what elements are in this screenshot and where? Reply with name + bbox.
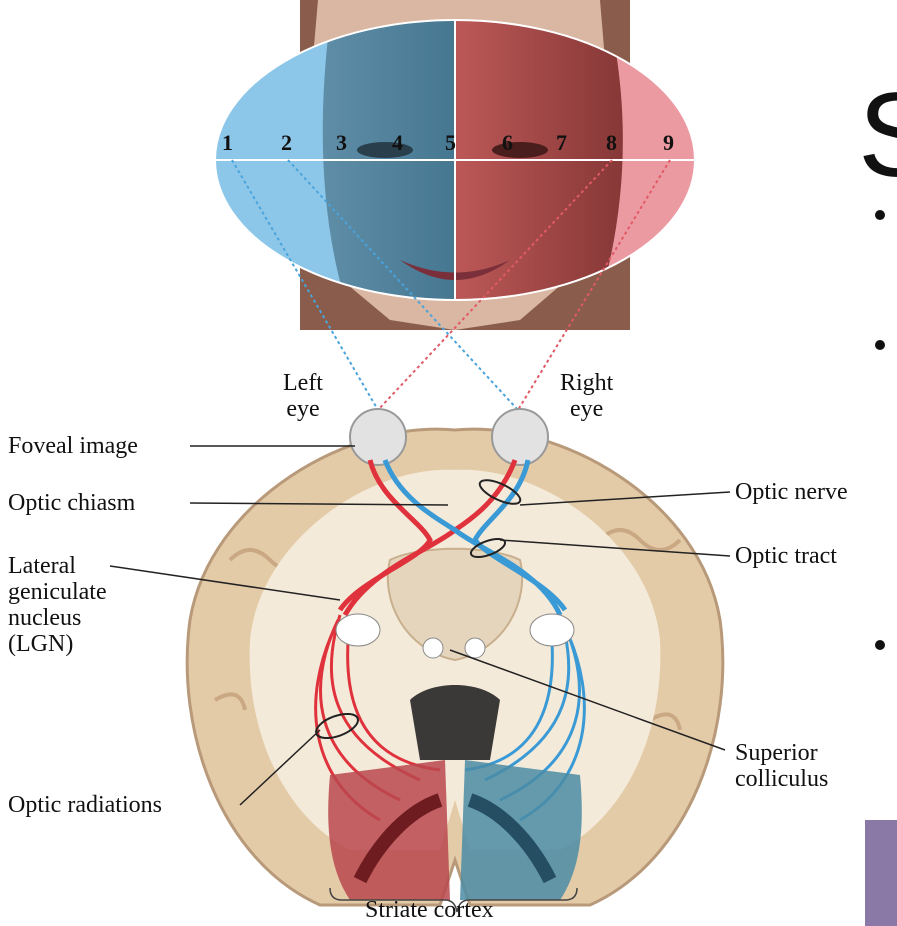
right-superior-colliculus xyxy=(465,638,485,658)
right-eyeball xyxy=(492,409,548,465)
optic-radiations-label: Optic radiations xyxy=(8,792,162,818)
superior-colliculus-label: Superior colliculus xyxy=(735,740,828,792)
slide-bullet-2 xyxy=(875,340,885,350)
field-number-8: 8 xyxy=(606,130,617,156)
right-eye-label: Right eye xyxy=(560,370,613,422)
left-eye-drawing xyxy=(357,142,413,158)
right-eye-drawing xyxy=(492,142,548,158)
corner-image xyxy=(865,820,897,926)
field-number-3: 3 xyxy=(336,130,347,156)
field-number-9: 9 xyxy=(663,130,674,156)
slide-bullet-1 xyxy=(875,210,885,220)
left-lgn xyxy=(336,614,380,646)
field-number-1: 1 xyxy=(222,130,233,156)
right-lgn xyxy=(530,614,574,646)
optic-chiasm-label: Optic chiasm xyxy=(8,490,135,516)
striate-cortex-label: Striate cortex xyxy=(365,897,494,923)
field-number-7: 7 xyxy=(556,130,567,156)
left-eyeball xyxy=(350,409,406,465)
optic-nerve-label: Optic nerve xyxy=(735,479,848,505)
slide-heading-fragment: S xyxy=(858,75,897,195)
slide-bullet-3 xyxy=(875,640,885,650)
field-number-5: 5 xyxy=(445,130,456,156)
field-number-4: 4 xyxy=(392,130,403,156)
left-eye-label: Left eye xyxy=(283,370,323,422)
foveal-image-label: Foveal image xyxy=(8,433,138,459)
left-superior-colliculus xyxy=(423,638,443,658)
optic-tract-label: Optic tract xyxy=(735,543,837,569)
field-number-6: 6 xyxy=(502,130,513,156)
field-number-2: 2 xyxy=(281,130,292,156)
lgn-label: Lateral geniculate nucleus (LGN) xyxy=(8,553,107,657)
